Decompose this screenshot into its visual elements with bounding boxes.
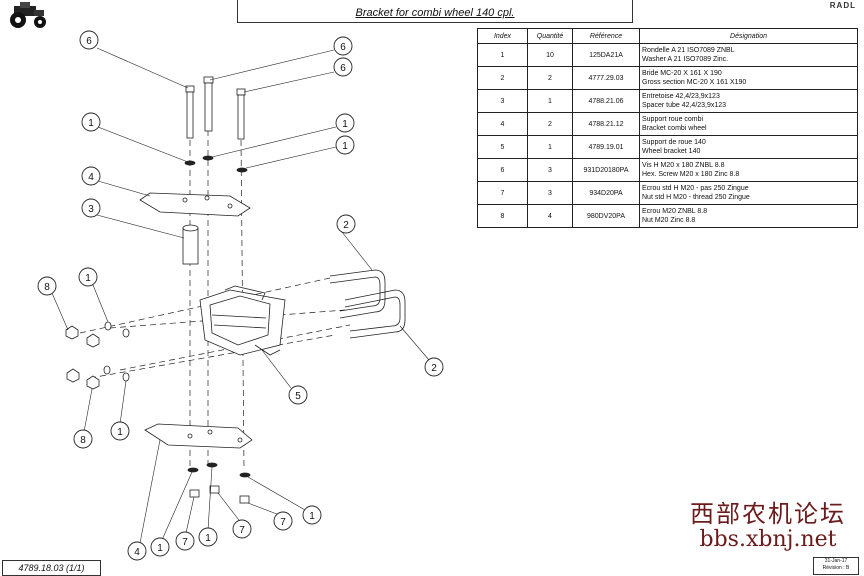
hex-bolt-group <box>185 76 246 140</box>
designation-fr: Ecrou M20 ZNBL 8.8 <box>642 208 708 215</box>
designation-en: Wheel bracket 140 <box>642 148 701 155</box>
balloon-label: 4 <box>134 547 140 558</box>
balloon-label: 1 <box>157 543 163 554</box>
balloon-label: 2 <box>431 363 437 374</box>
cell-quantity: 4 <box>527 204 573 228</box>
cell-index: 6 <box>477 158 528 182</box>
designation-en: Bracket combi wheel <box>642 125 707 132</box>
balloon-markers <box>37 30 444 561</box>
designation-en: Washer A 21 ISO7089 Zinc. <box>642 56 729 63</box>
balloon-label: 1 <box>342 119 348 130</box>
cell-quantity: 2 <box>527 112 573 136</box>
cell-quantity: 2 <box>527 66 573 90</box>
balloon-label: 4 <box>88 172 94 183</box>
balloon-label: 8 <box>44 282 50 293</box>
designation-en: Gross section MC-20 X 161 X190 <box>642 79 747 86</box>
washer-group-top <box>184 155 248 173</box>
balloon-label: 5 <box>295 391 301 402</box>
balloon-label: 8 <box>80 435 86 446</box>
watermark-url: bbs.xbnj.net <box>699 527 837 552</box>
balloon-label: 7 <box>182 537 188 548</box>
drawing-number: 4789.18.03 (1/1) <box>18 563 85 573</box>
cell-quantity: 1 <box>527 135 573 159</box>
date-revision-box: 31-Jan-17 Révision : B <box>813 557 859 575</box>
balloon-label: 3 <box>88 204 94 215</box>
designation-fr: Ecrou std H M20 - pas 250 Zingue <box>642 185 749 192</box>
bottom-bracket-plate <box>144 423 253 449</box>
balloon-label: 1 <box>88 118 94 129</box>
cell-reference: 4788.21.12 <box>572 112 640 136</box>
designation-fr: Rondelle A 21 ISO7089 ZNBL <box>642 47 735 54</box>
leader-lines <box>51 47 430 544</box>
forum-watermark: 西部农机论坛 bbs.xbnj.net <box>690 500 846 552</box>
balloon-label: 1 <box>117 427 123 438</box>
balloon-label: 1 <box>309 511 315 522</box>
balloon-label: 2 <box>343 220 349 231</box>
cell-index: 5 <box>477 135 528 159</box>
drawing-title: Bracket for combi wheel 140 cpl. <box>355 7 515 19</box>
drawing-date: 31-Jan-17 <box>824 558 848 564</box>
cell-index: 2 <box>477 66 528 90</box>
balloon-label: 1 <box>85 273 91 284</box>
top-bracket-plate <box>139 192 251 217</box>
designation-en: Spacer tube 42,4/23,9x123 <box>642 102 727 109</box>
watermark-title: 西部农机论坛 <box>690 500 846 528</box>
designation-fr: Entretoise 42,4/23,9x123 <box>642 93 720 100</box>
balloon-label: 7 <box>280 517 286 528</box>
balloon-label: 1 <box>205 533 211 544</box>
designation-fr: Support roue combi <box>642 116 704 123</box>
cell-designation: Rondelle A 21 ISO7089 ZNBL Washer A 21 IS… <box>639 43 858 67</box>
balloon-label: 6 <box>340 63 346 74</box>
bottom-fastener-group <box>187 462 251 504</box>
wheel-bracket-body <box>199 285 286 356</box>
cell-reference: 980DV20PA <box>572 204 640 228</box>
brand-label: RADL <box>829 1 856 10</box>
balloon-label: 6 <box>86 36 92 47</box>
side-fastener-group <box>65 321 130 390</box>
drawing-revision: Révision : B <box>822 565 850 571</box>
u-bolt-clamp <box>329 269 406 339</box>
parts-table: Index Quantité Référence Désignation 1 1… <box>477 28 858 228</box>
designation-en: Nut M20 Zinc 8.8 <box>642 217 696 224</box>
designation-fr: Vis H M20 x 180 ZNBL 8.8 <box>642 162 725 169</box>
spacer-tube <box>182 224 199 265</box>
cell-reference: 4777.29.03 <box>572 66 640 90</box>
cell-reference: 4789.19.01 <box>572 135 640 159</box>
tractor-logo-icon <box>10 2 46 28</box>
designation-en: Nut std H M20 - thread 250 Zingue <box>642 194 750 201</box>
balloon-label: 1 <box>342 141 348 152</box>
cell-index: 3 <box>477 89 528 113</box>
balloon-label: 7 <box>239 525 245 536</box>
balloon-labels: 6 6 6 1 1 1 4 3 2 8 1 2 5 8 1 4 1 7 1 7 … <box>44 36 437 558</box>
designation-fr: Support de roue 140 <box>642 139 706 146</box>
designation-en: Hex. Screw M20 x 180 Zinc 8.8 <box>642 171 740 178</box>
drawing-title-box: Bracket for combi wheel 140 cpl. <box>237 0 633 23</box>
designation-fr: Bride MC-20 X 161 X 190 <box>642 70 722 77</box>
balloon-label: 6 <box>340 42 346 53</box>
cell-index: 8 <box>477 204 528 228</box>
cell-quantity: 10 <box>527 43 573 67</box>
